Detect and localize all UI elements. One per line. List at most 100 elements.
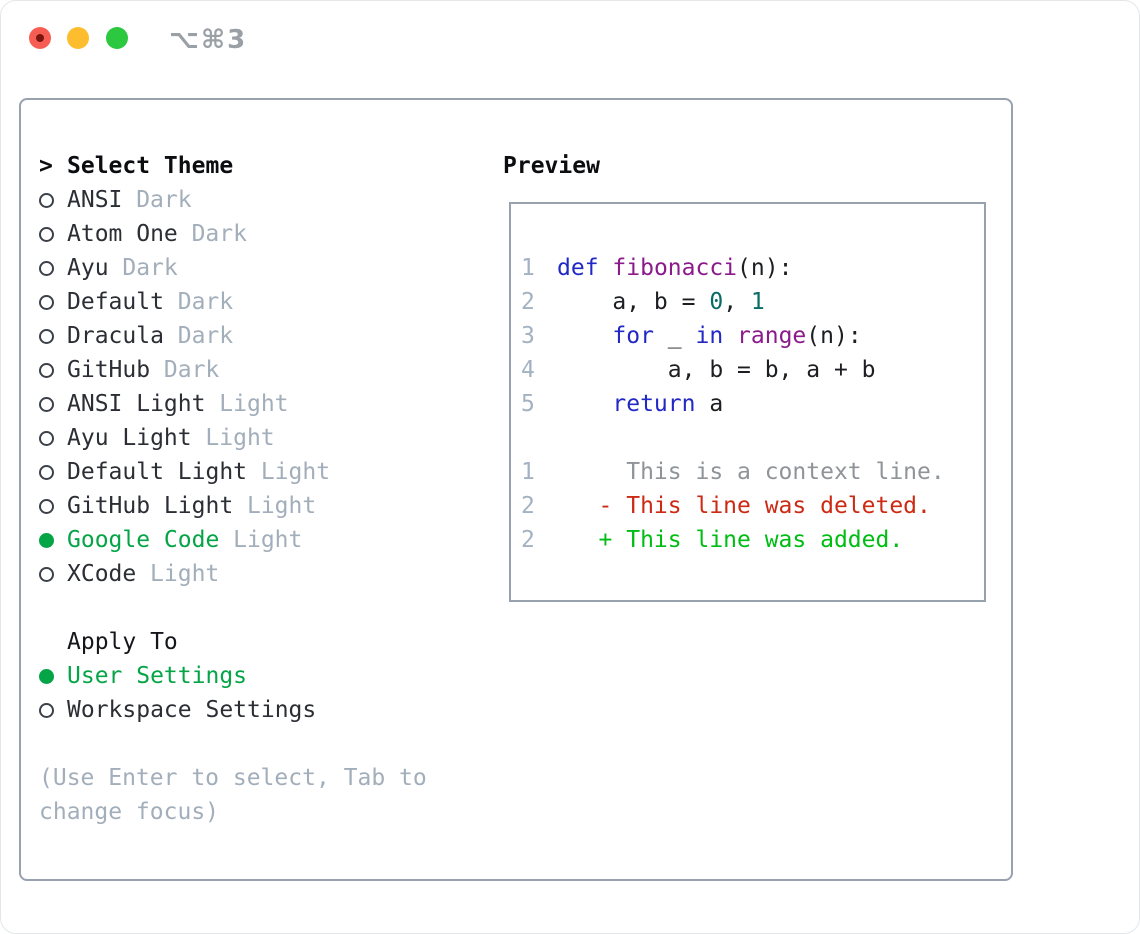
theme-variant-tag: Light — [233, 527, 303, 553]
focus-caret-icon: > — [39, 153, 53, 179]
theme-name: ANSI — [67, 187, 123, 213]
code-line: 4 a, b = b, a + b — [521, 353, 945, 387]
theme-name: Dracula — [67, 323, 164, 349]
radio-unselected-icon — [39, 226, 54, 242]
theme-variant-tag: Light — [205, 425, 275, 451]
theme-option-ansi-light[interactable]: ANSI Light Light — [39, 387, 427, 421]
radio-unselected-icon — [39, 294, 54, 310]
maximize-button[interactable] — [106, 27, 128, 49]
code-text: (n): — [806, 323, 862, 349]
line-number: 3 — [521, 323, 535, 349]
diff-context-text: This is a context line. — [557, 459, 945, 485]
theme-variant-tag: Light — [150, 561, 220, 587]
line-number: 2 — [521, 527, 535, 553]
code-line: 2 a, b = 0 , 1 — [521, 285, 945, 319]
radio-unselected-icon — [39, 192, 54, 208]
theme-variant-tag: Light — [219, 391, 289, 417]
line-number: 2 — [521, 289, 535, 315]
code-number: 1 — [750, 289, 765, 315]
theme-name: Ayu Light — [67, 425, 192, 451]
theme-variant-tag: Dark — [136, 187, 192, 213]
code-text — [557, 319, 612, 353]
theme-option-ansi-dark[interactable]: ANSI Dark — [39, 183, 427, 217]
apply-to-option-workspace-settings[interactable]: Workspace Settings — [39, 693, 427, 727]
apply-to-option-label: User Settings — [67, 663, 248, 689]
theme-option-google-code-light[interactable]: Google Code Light — [39, 523, 427, 557]
line-number — [521, 421, 557, 455]
theme-option-ayu-dark[interactable]: Ayu Dark — [39, 251, 427, 285]
radio-unselected-icon — [39, 396, 54, 412]
theme-option-atom-one-dark[interactable]: Atom One Dark — [39, 217, 427, 251]
code-line: 1 def fibonacci (n): — [521, 251, 945, 285]
code-number: 0 — [709, 289, 724, 315]
code-text: a — [695, 391, 724, 417]
apply-to-option-label: Workspace Settings — [67, 697, 317, 723]
code-line: 5 return a — [521, 387, 945, 421]
radio-unselected-icon — [39, 362, 54, 378]
theme-option-github-light[interactable]: GitHub Light Light — [39, 489, 427, 523]
code-line: 3 for _ in range (n): — [521, 319, 945, 353]
theme-variant-tag: Light — [246, 493, 317, 519]
close-button[interactable] — [29, 27, 51, 49]
radio-unselected-icon — [39, 566, 54, 582]
code-text: (n): — [737, 255, 793, 281]
theme-variant-tag: Dark — [177, 289, 234, 315]
theme-name: Default — [67, 289, 164, 315]
code-text: a, b = b, a + b — [557, 357, 876, 383]
code-text — [557, 387, 612, 421]
theme-list: > Select Theme ANSI Dark Atom One Dark A… — [39, 149, 427, 829]
keyboard-hint-line2: change focus) — [39, 799, 220, 825]
code-text: , — [723, 289, 751, 315]
diff-added-line: 2 + This line was added. — [521, 523, 945, 557]
apply-to-option-user-settings[interactable]: User Settings — [39, 659, 427, 693]
apply-to-title: Apply To — [67, 629, 178, 655]
theme-variant-tag: Dark — [163, 357, 220, 383]
theme-selector-panel: > Select Theme ANSI Dark Atom One Dark A… — [19, 98, 1013, 881]
code-keyword: def — [557, 255, 599, 281]
preview-title: Preview — [503, 153, 600, 179]
select-theme-header: > Select Theme — [39, 149, 427, 183]
theme-name: Default Light — [67, 459, 248, 485]
theme-option-github-dark[interactable]: GitHub Dark — [39, 353, 427, 387]
radio-unselected-icon — [39, 430, 54, 446]
code-text — [599, 251, 613, 285]
diff-added-text: + This line was added. — [557, 527, 904, 553]
theme-name: ANSI Light — [67, 391, 206, 417]
code-text — [723, 319, 737, 353]
theme-option-default-light[interactable]: Default Light Light — [39, 455, 427, 489]
keyboard-hint-line1: (Use Enter to select, Tab to — [39, 765, 427, 791]
theme-variant-tag: Dark — [191, 221, 247, 247]
radio-selected-icon — [39, 668, 54, 684]
theme-option-xcode-light[interactable]: XCode Light — [39, 557, 427, 591]
code-text: a, b = — [557, 289, 710, 315]
theme-name: Atom One — [67, 221, 178, 247]
select-theme-title: Select Theme — [67, 153, 234, 179]
line-number: 2 — [521, 493, 535, 519]
code-blank-line — [521, 421, 945, 455]
theme-name: GitHub — [67, 357, 151, 383]
code-keyword: return — [612, 391, 696, 417]
radio-selected-icon — [39, 532, 54, 548]
theme-variant-tag: Dark — [177, 323, 234, 349]
code-text: _ — [653, 323, 696, 349]
code-keyword: in — [695, 323, 724, 349]
close-button-dot-icon — [36, 34, 44, 42]
radio-unselected-icon — [39, 328, 54, 344]
theme-variant-tag: Dark — [122, 255, 178, 281]
apply-to-header: Apply To — [39, 625, 427, 659]
preview-box: 1 def fibonacci (n): 2 a, b = 0 , 1 3 — [509, 202, 986, 602]
theme-option-ayu-light[interactable]: Ayu Light Light — [39, 421, 427, 455]
theme-name: XCode — [67, 561, 137, 587]
code-keyword: for — [612, 323, 654, 349]
radio-unselected-icon — [39, 464, 54, 480]
diff-deleted-line: 2 - This line was deleted. — [521, 489, 945, 523]
radio-unselected-icon — [39, 260, 54, 276]
minimize-button[interactable] — [67, 27, 89, 49]
theme-variant-tag: Light — [260, 459, 331, 485]
radio-unselected-icon — [39, 702, 54, 718]
theme-name: GitHub Light — [67, 493, 234, 519]
theme-option-dracula-dark[interactable]: Dracula Dark — [39, 319, 427, 353]
radio-unselected-icon — [39, 498, 54, 514]
theme-option-default-dark[interactable]: Default Dark — [39, 285, 427, 319]
diff-deleted-text: - This line was deleted. — [557, 493, 931, 519]
